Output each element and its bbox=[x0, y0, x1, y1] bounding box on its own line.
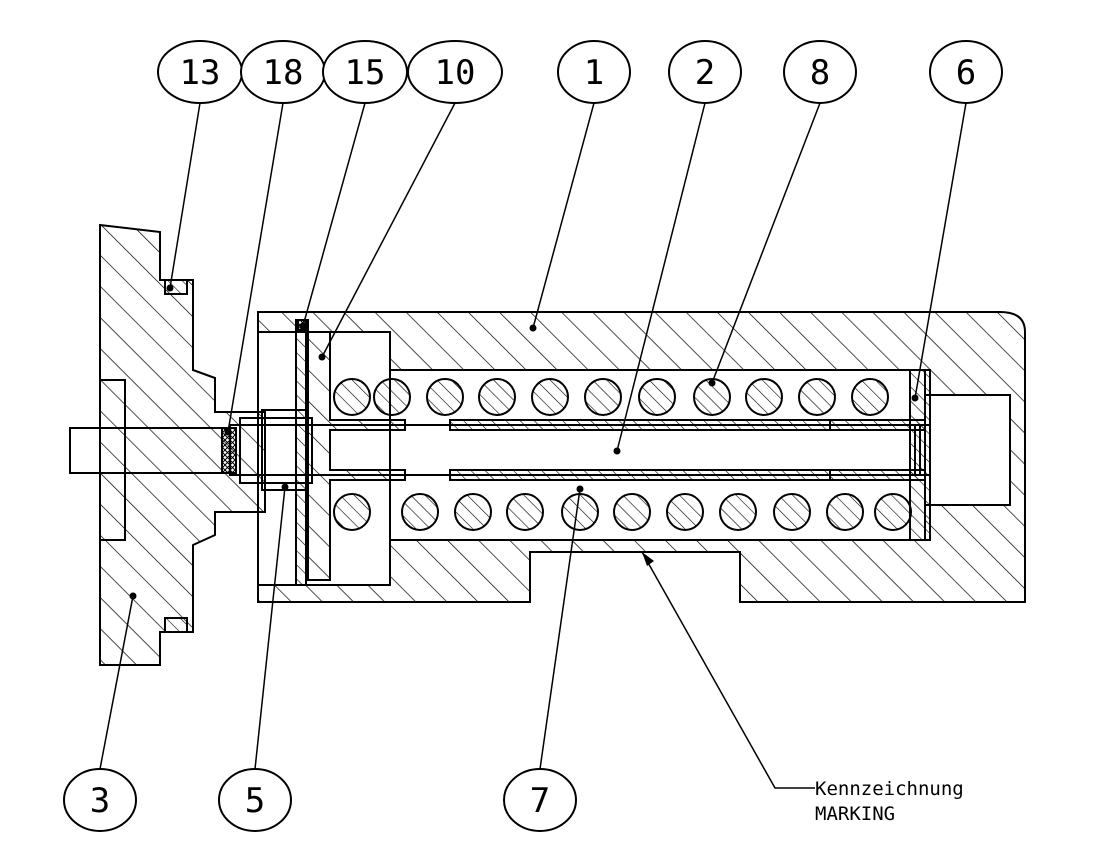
leader-line-13 bbox=[169, 102, 201, 289]
spring-coil-bottom bbox=[506, 493, 544, 531]
balloon-7: 7 bbox=[503, 768, 577, 832]
leader-dot-8 bbox=[708, 379, 716, 387]
balloon-number-13: 13 bbox=[180, 53, 221, 93]
spring-coil-top bbox=[638, 378, 676, 416]
leader-line-1 bbox=[532, 102, 595, 329]
leader-dot-15 bbox=[299, 322, 307, 330]
leader-dot-18 bbox=[224, 428, 232, 436]
spring-coil-bottom bbox=[333, 493, 371, 531]
balloon-3: 3 bbox=[63, 768, 137, 832]
spring-coil-top bbox=[333, 378, 371, 416]
spring-coil-bottom bbox=[561, 493, 599, 531]
note-line-kennzeichnung: Kennzeichnung bbox=[815, 778, 964, 800]
leader-dot-2 bbox=[613, 447, 621, 455]
balloon-number-3: 3 bbox=[90, 781, 110, 821]
leader-dot-7 bbox=[576, 485, 584, 493]
balloon-1: 1 bbox=[557, 40, 631, 104]
balloon-10: 10 bbox=[407, 40, 503, 104]
balloon-15: 15 bbox=[322, 40, 408, 104]
spring-coil-bottom bbox=[666, 493, 704, 531]
part-10-spring-seat bbox=[307, 331, 406, 581]
leader-line-7 bbox=[539, 488, 581, 770]
balloon-13: 13 bbox=[157, 40, 243, 104]
spring-coil-bottom bbox=[401, 493, 439, 531]
balloon-number-5: 5 bbox=[245, 781, 265, 821]
spring-coil-top bbox=[693, 378, 731, 416]
spring-coil-bottom bbox=[613, 493, 651, 531]
spring-coil-top bbox=[531, 378, 569, 416]
balloon-shape-3 bbox=[63, 768, 137, 832]
balloon-number-8: 8 bbox=[810, 53, 830, 93]
balloon-5: 5 bbox=[218, 768, 292, 832]
balloon-number-6: 6 bbox=[956, 53, 976, 93]
balloon-shape-6 bbox=[929, 40, 1003, 104]
leader-dot-13 bbox=[166, 284, 174, 292]
marking-note: Kennzeichnung MARKING bbox=[641, 551, 964, 825]
spring-coil-top bbox=[745, 378, 783, 416]
balloon-2: 2 bbox=[668, 40, 742, 104]
leader-line-18 bbox=[227, 102, 284, 433]
leader-dot-5 bbox=[281, 483, 289, 491]
spring-coil-bottom bbox=[719, 493, 757, 531]
balloon-number-18: 18 bbox=[263, 53, 304, 93]
balloon-number-7: 7 bbox=[530, 781, 550, 821]
leader-dot-10 bbox=[318, 353, 326, 361]
balloon-number-2: 2 bbox=[695, 53, 715, 93]
leader-lines bbox=[99, 102, 967, 770]
leader-line-5 bbox=[254, 486, 286, 770]
spring-coil-top bbox=[373, 378, 411, 416]
balloon-6: 6 bbox=[929, 40, 1003, 104]
leader-line-6 bbox=[914, 102, 967, 399]
leader-line-15 bbox=[302, 102, 366, 327]
leader-line-10 bbox=[321, 102, 456, 358]
balloon-shape-7 bbox=[503, 768, 577, 832]
spring-coil-top bbox=[584, 378, 622, 416]
spring-coil-top bbox=[851, 378, 889, 416]
spring-coil-top bbox=[798, 378, 836, 416]
spring-coil-top bbox=[426, 378, 464, 416]
balloon-number-15: 15 bbox=[345, 53, 386, 93]
leader-line-2 bbox=[616, 102, 706, 452]
balloon-shape-2 bbox=[668, 40, 742, 104]
leader-dot-1 bbox=[529, 324, 537, 332]
leader-line-8 bbox=[711, 102, 821, 384]
leader-dot-3 bbox=[129, 592, 137, 600]
spring-coil-bottom bbox=[874, 493, 912, 531]
note-line-marking: MARKING bbox=[815, 803, 895, 825]
item-balloons: 13 18 15 10 1 2 8 6 3 5 7 bbox=[63, 40, 1003, 832]
balloon-shape-8 bbox=[783, 40, 857, 104]
part-15-washer bbox=[295, 319, 309, 586]
balloon-number-1: 1 bbox=[584, 53, 604, 93]
leader-dot-6 bbox=[911, 394, 919, 402]
balloon-18: 18 bbox=[240, 40, 326, 104]
balloon-number-10: 10 bbox=[435, 53, 476, 93]
leader-line-3 bbox=[99, 595, 134, 770]
balloon-shape-1 bbox=[557, 40, 631, 104]
spring-coil-bottom bbox=[773, 493, 811, 531]
part-8-spring bbox=[333, 378, 912, 531]
spring-coil-bottom bbox=[454, 493, 492, 531]
balloon-8: 8 bbox=[783, 40, 857, 104]
balloon-shape-10 bbox=[407, 40, 503, 104]
balloon-shape-5 bbox=[218, 768, 292, 832]
spring-coil-bottom bbox=[826, 493, 864, 531]
spring-coil-top bbox=[478, 378, 516, 416]
